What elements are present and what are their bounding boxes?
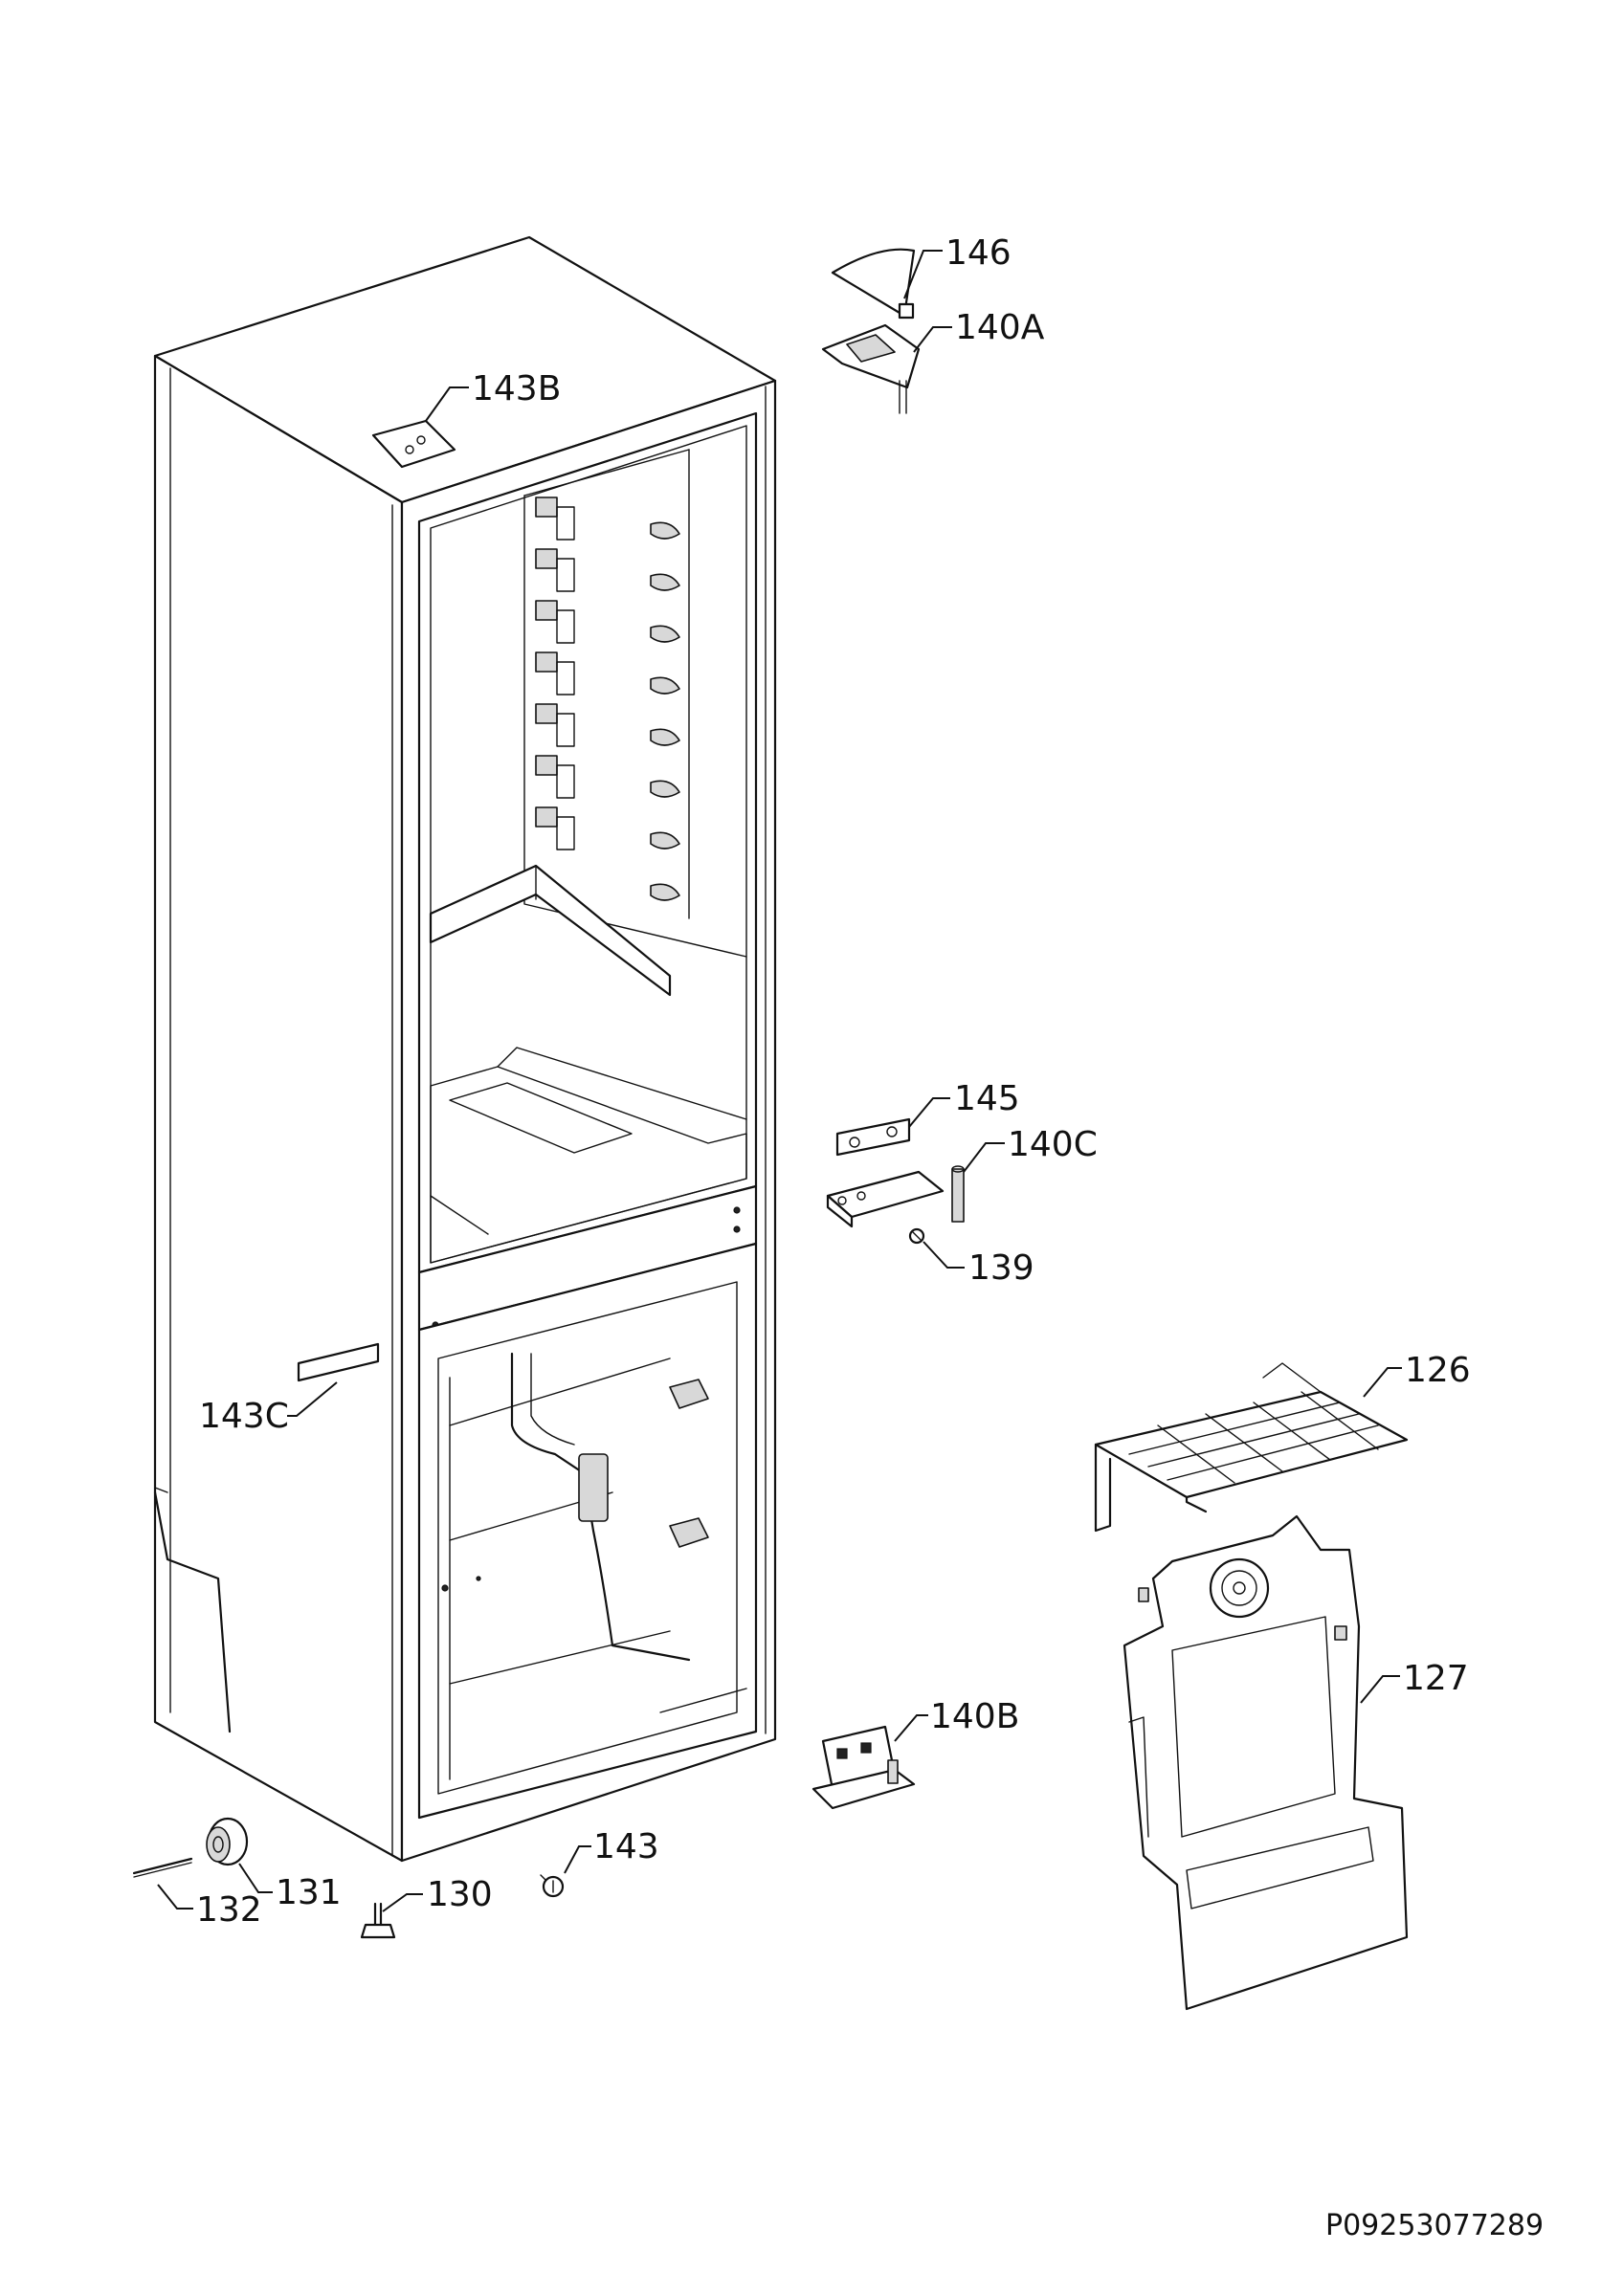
label-127: 127 bbox=[1403, 1659, 1469, 1698]
part-143b-top-cover: 143B bbox=[371, 369, 561, 469]
part-143-screw: 143 bbox=[540, 1827, 659, 1898]
document-reference: P09253077289 bbox=[1325, 2209, 1544, 2242]
fridge-cabinet bbox=[153, 235, 777, 1863]
shelf-rail-left bbox=[535, 497, 575, 850]
label-145: 145 bbox=[954, 1079, 1020, 1118]
part-131-wheel: 131 bbox=[206, 1817, 342, 1912]
label-140c: 140C bbox=[1008, 1125, 1098, 1164]
label-140b: 140B bbox=[930, 1697, 1019, 1736]
label-126: 126 bbox=[1405, 1351, 1471, 1390]
shelf-rail-right bbox=[650, 521, 680, 901]
label-130: 130 bbox=[427, 1875, 493, 1914]
part-140c-middle-hinge: 140C bbox=[826, 1125, 1098, 1228]
label-143c: 143C bbox=[199, 1397, 289, 1436]
label-132: 132 bbox=[196, 1890, 262, 1930]
label-131: 131 bbox=[276, 1873, 342, 1912]
part-143c-label-strip: 143C bbox=[199, 1342, 380, 1436]
part-146-cover: 146 bbox=[831, 233, 1012, 320]
part-140a-top-hinge: 140A bbox=[821, 308, 1045, 414]
label-139: 139 bbox=[968, 1248, 1034, 1288]
part-126-wire-rack: 126 bbox=[1094, 1351, 1471, 1533]
part-140b-bottom-hinge: 140B bbox=[812, 1697, 1019, 1810]
part-130-adjustable-foot: 130 bbox=[360, 1875, 493, 1939]
part-127-drawer-cover: 127 bbox=[1123, 1514, 1469, 2011]
label-146: 146 bbox=[945, 233, 1012, 273]
part-132-pin: 132 bbox=[132, 1857, 262, 1930]
part-139-screw: 139 bbox=[908, 1227, 1034, 1288]
label-143: 143 bbox=[593, 1827, 659, 1866]
part-145-plate: 145 bbox=[835, 1079, 1020, 1157]
label-140a: 140A bbox=[955, 308, 1045, 347]
label-143b: 143B bbox=[472, 369, 561, 408]
